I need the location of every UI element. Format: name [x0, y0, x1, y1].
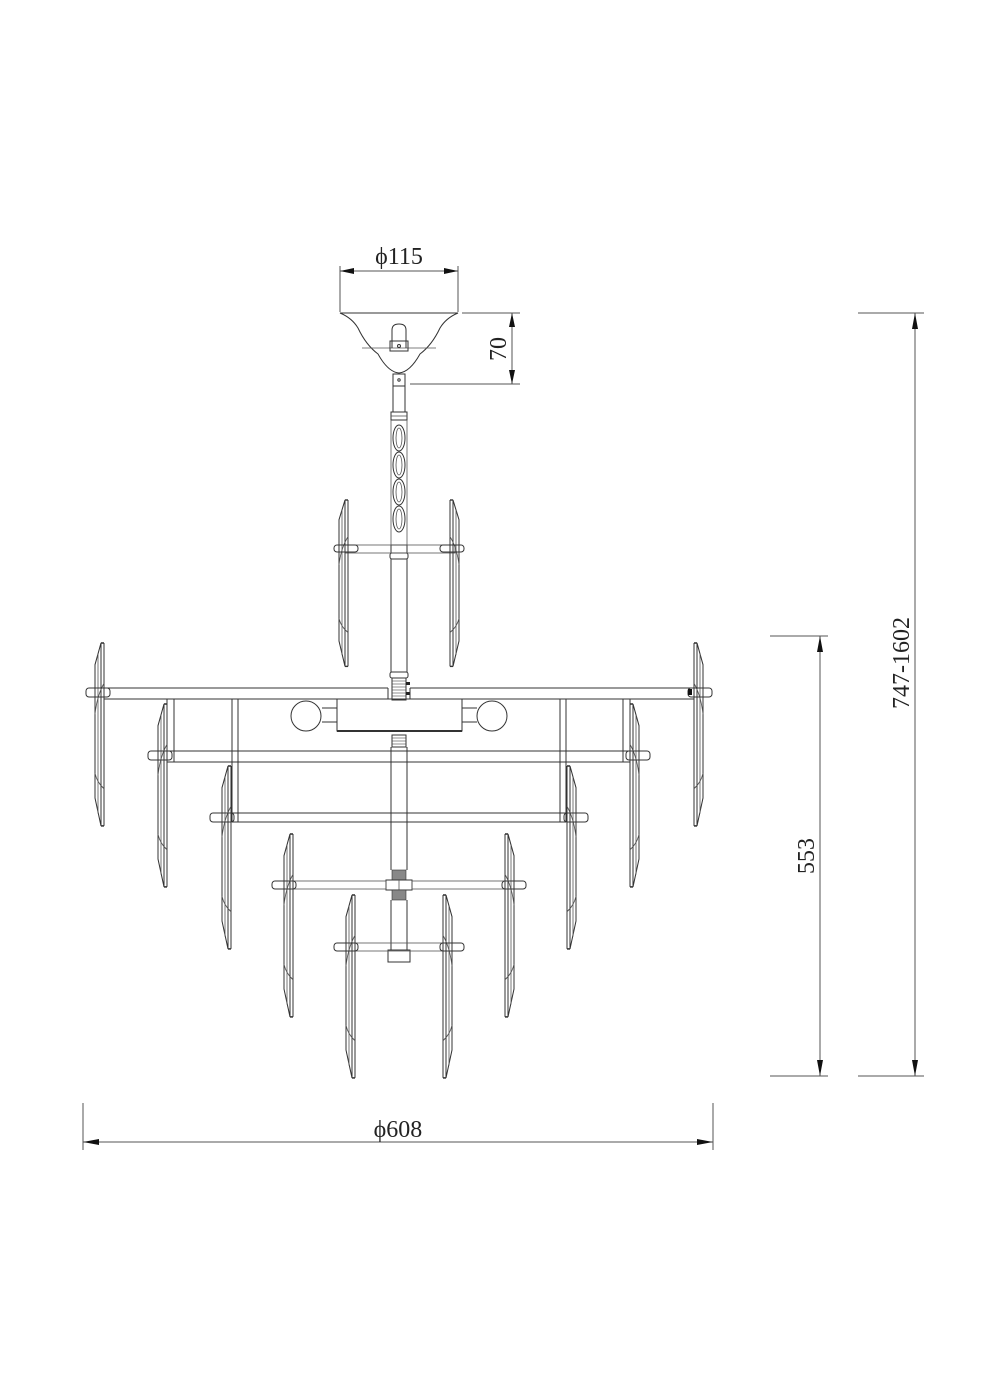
dimension-canopy-diameter: ϕ115	[339, 244, 459, 312]
total-height-label: 747-1602	[889, 617, 915, 709]
bulb-left	[290, 700, 322, 732]
glass-panels	[85, 499, 713, 1079]
dimension-body-height: 553	[770, 635, 828, 1077]
dimension-overall-diameter: ϕ608	[82, 1103, 714, 1150]
bulb-right	[476, 700, 508, 732]
ceiling-canopy	[339, 312, 459, 387]
body-height-label: 553	[794, 838, 820, 874]
dimension-total-height: 747-1602	[858, 312, 924, 1077]
central-stem	[385, 552, 413, 963]
suspension-chain	[390, 386, 408, 554]
overall-diameter-label: ϕ608	[374, 1117, 423, 1143]
canopy-height-label: 70	[486, 337, 512, 361]
canopy-diameter-label: ϕ115	[375, 244, 423, 270]
lamp-body	[290, 698, 508, 732]
dimension-canopy-height: 70	[410, 312, 520, 385]
arms	[104, 544, 694, 952]
